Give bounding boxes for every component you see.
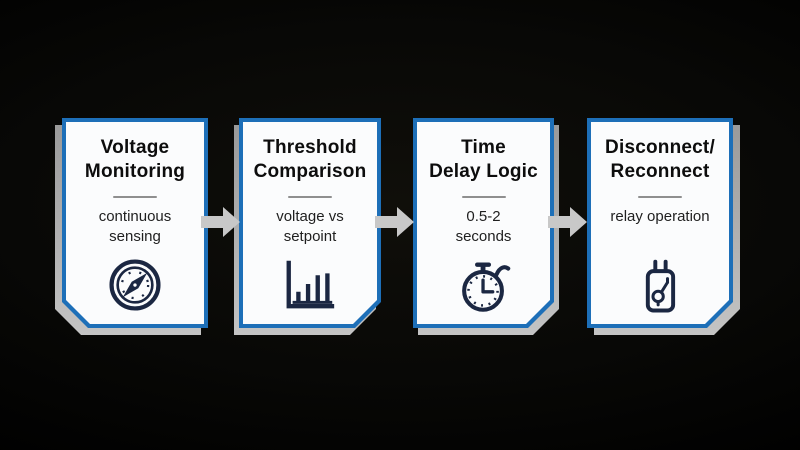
- gauge-icon: [104, 255, 166, 315]
- divider: [638, 196, 682, 198]
- step-subtitle: relay operation: [610, 208, 710, 226]
- card-border: Threshold Comparison voltage vs setpoint: [239, 118, 381, 328]
- step-title: Voltage Monitoring: [84, 137, 186, 182]
- step-card-threshold-comparison: Threshold Comparison voltage vs setpoint: [239, 118, 381, 328]
- step-subtitle: continuous sensing: [98, 208, 172, 245]
- step-card-time-delay-logic: Time Delay Logic 0.5-2 seconds: [413, 118, 554, 328]
- step-card-voltage-monitoring: Voltage Monitoring continuous sensing: [62, 118, 208, 328]
- step-subtitle: voltage vs setpoint: [276, 208, 344, 245]
- step-card-disconnect-reconnect: Disconnect/ Reconnect relay operation: [587, 118, 733, 328]
- bar-chart-icon: [277, 255, 343, 313]
- step-title: Disconnect/ Reconnect: [605, 137, 715, 182]
- step-title: Time Delay Logic: [429, 137, 538, 182]
- step-title: Threshold Comparison: [253, 137, 367, 182]
- arrow-right-icon: [375, 205, 415, 239]
- step-subtitle: 0.5-2 seconds: [455, 208, 512, 245]
- card-border: Time Delay Logic 0.5-2 seconds: [413, 118, 554, 328]
- divider: [113, 196, 157, 198]
- card-border: Disconnect/ Reconnect relay operation: [587, 118, 733, 328]
- divider: [462, 196, 506, 198]
- divider: [288, 196, 332, 198]
- stopwatch-icon: [453, 255, 515, 317]
- card-border: Voltage Monitoring continuous sensing: [62, 118, 208, 328]
- arrow-right-icon: [548, 205, 588, 239]
- arrow-right-icon: [201, 205, 241, 239]
- relay-icon: [630, 255, 690, 321]
